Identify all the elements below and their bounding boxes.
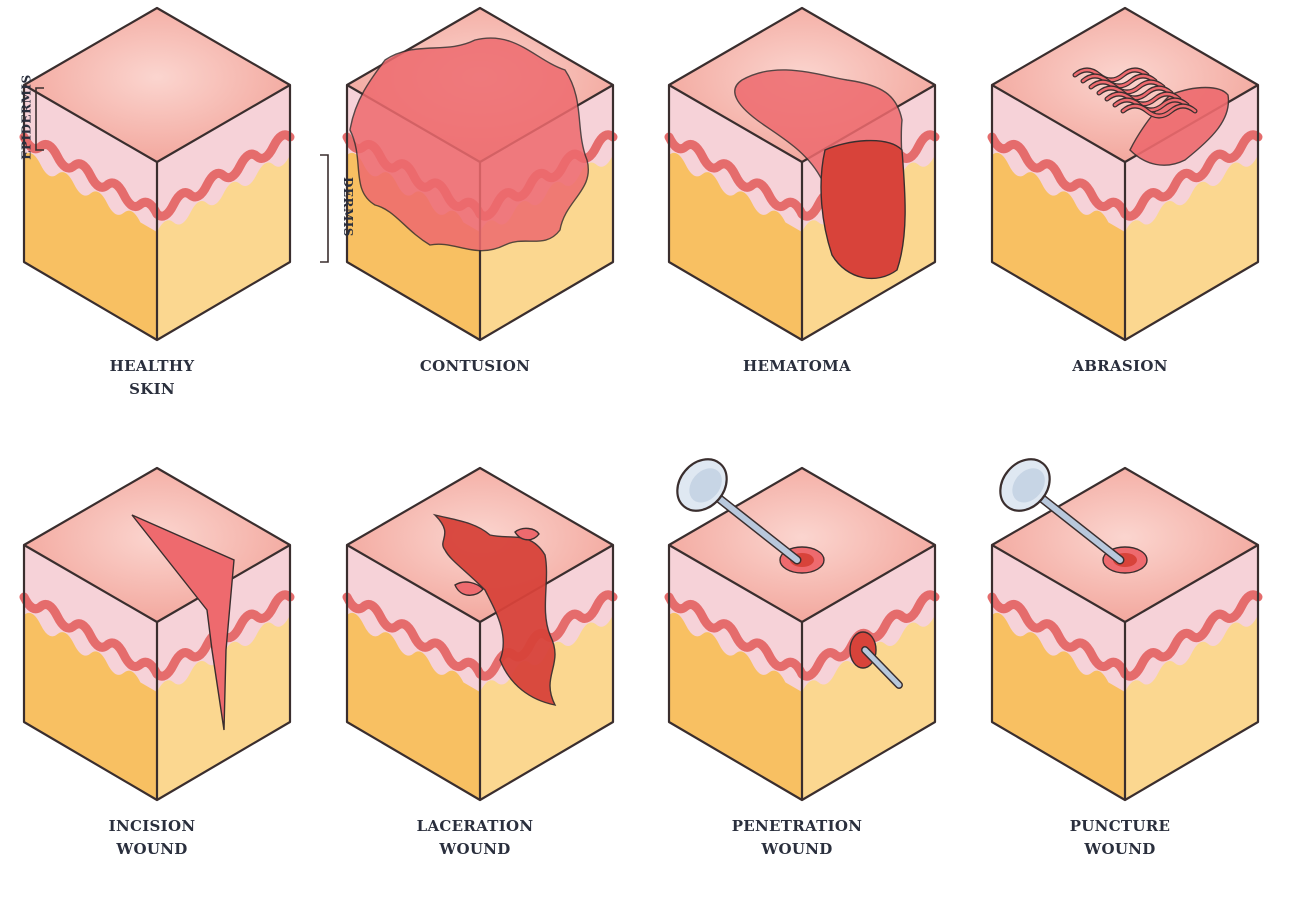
dermis-bracket — [320, 155, 328, 262]
layer-brackets — [0, 0, 1294, 865]
dermis-label: DERMIS — [341, 177, 355, 237]
epidermis-label: EPIDERMIS — [20, 74, 34, 159]
epidermis-bracket — [36, 88, 44, 150]
